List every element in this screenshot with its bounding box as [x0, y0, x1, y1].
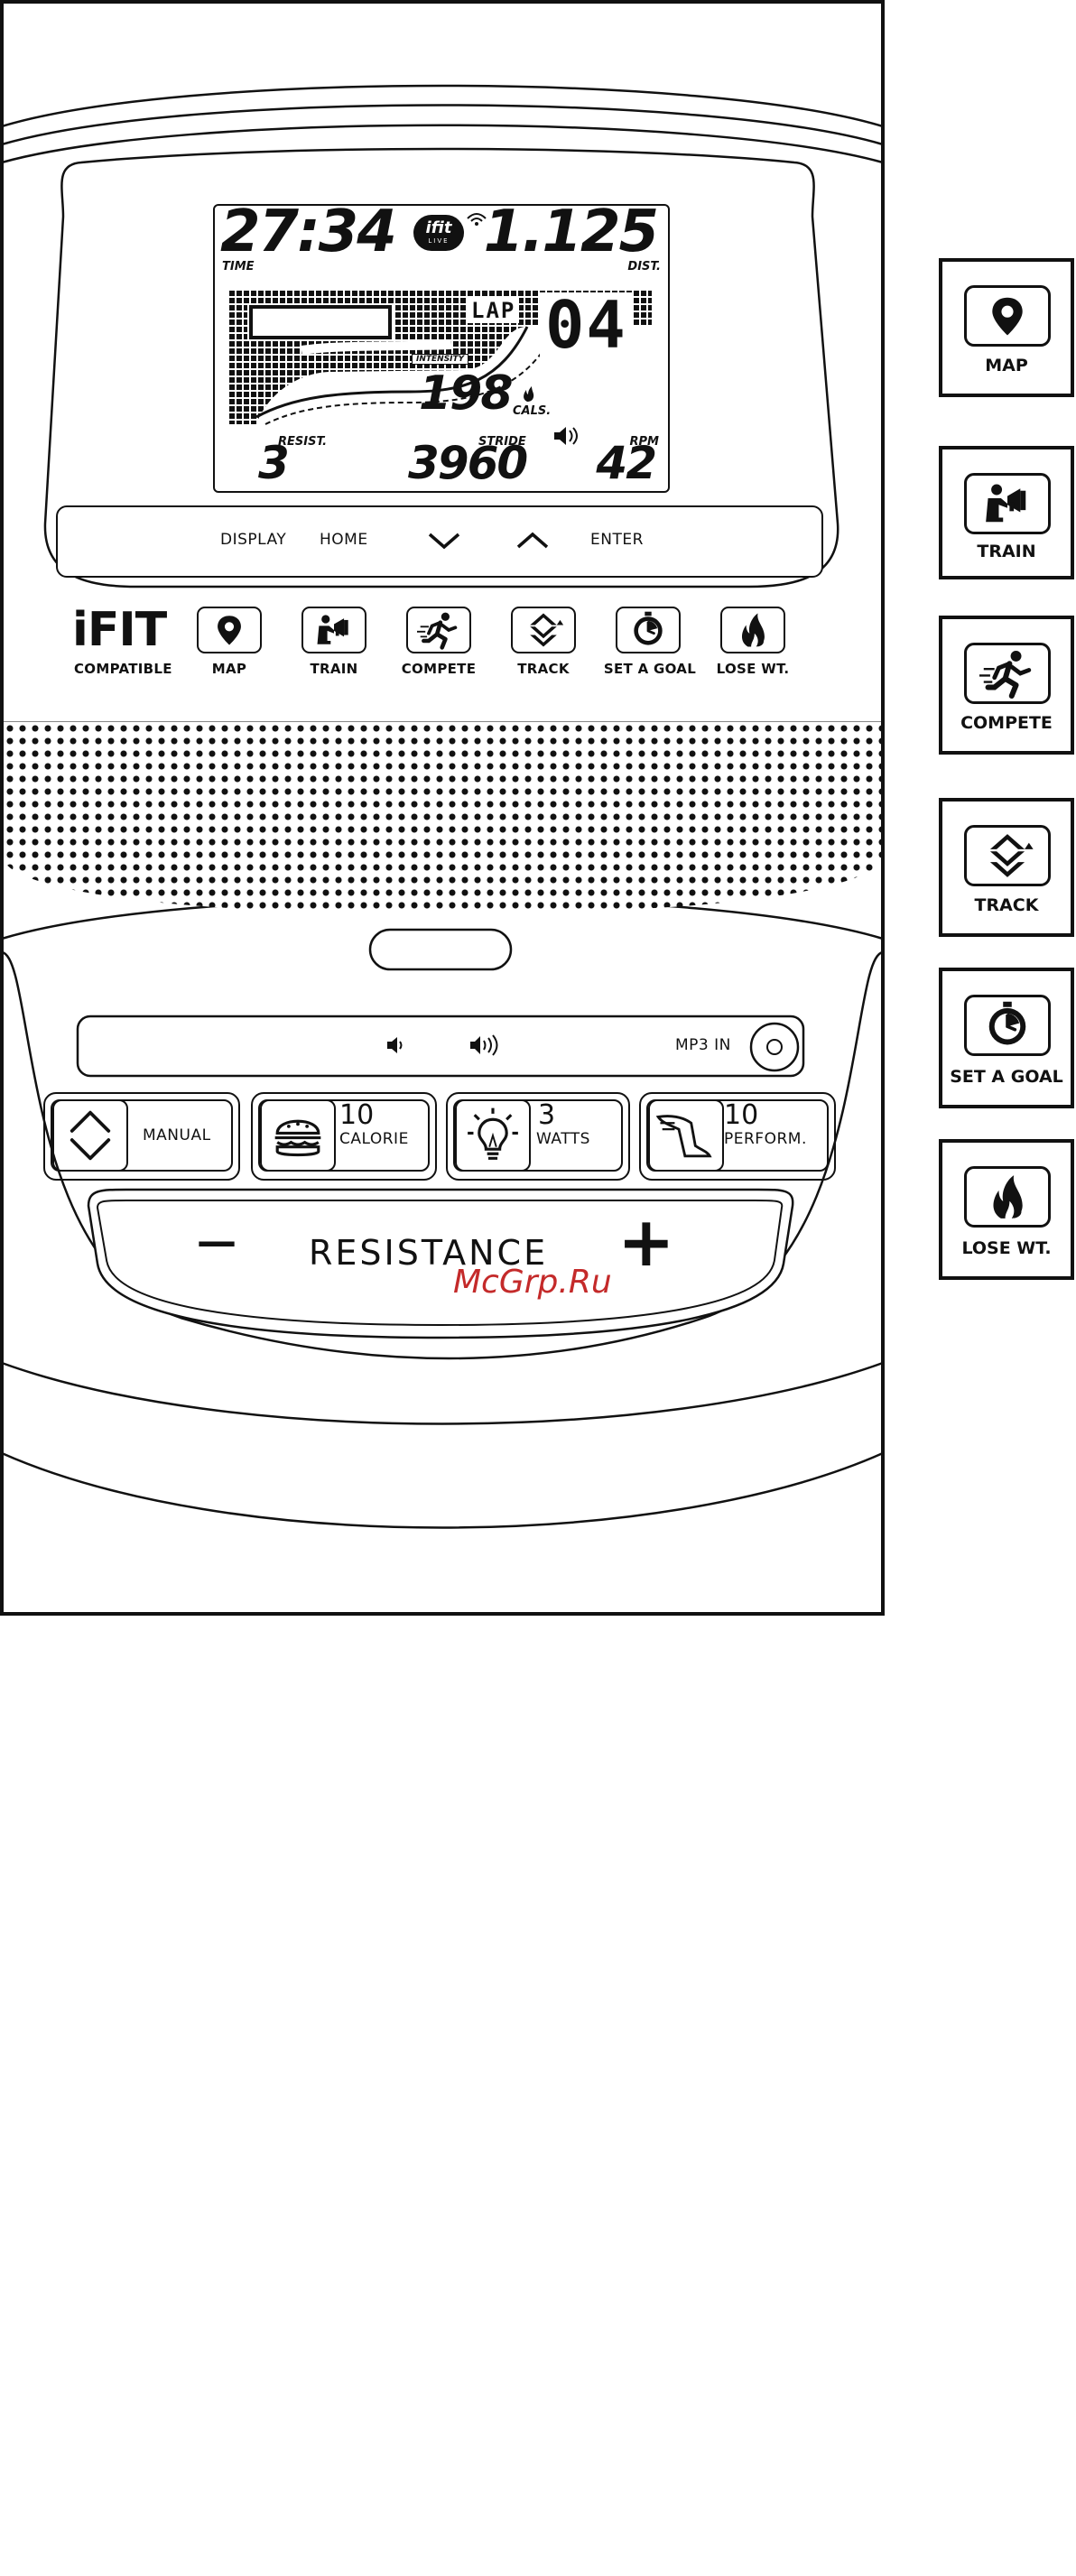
chevron-up-icon[interactable]: [513, 527, 552, 554]
enter-button[interactable]: ENTER: [590, 531, 644, 549]
flame-icon: [722, 608, 784, 652]
calorie-count: 10: [339, 1099, 374, 1131]
track-arrows-icon: [513, 608, 574, 652]
resistance-plus-button[interactable]: +: [617, 1208, 675, 1276]
rpm-value: 42: [596, 437, 655, 489]
set-a-goal-button-label: SET A GOAL: [596, 661, 704, 677]
volume-up-icon[interactable]: [468, 1033, 504, 1058]
stopwatch-icon: [967, 997, 1048, 1053]
compete-button-label: COMPETE: [394, 661, 484, 677]
mp3-in-label: MP3 IN: [675, 1036, 731, 1054]
track-arrows-icon: [967, 828, 1048, 884]
lcd-display: 27:34 TIME ifit LIVE 1.125 DIST. LAP 04 …: [213, 204, 670, 493]
legend-map: MAP: [939, 258, 1074, 397]
watts-count: 3: [538, 1099, 555, 1131]
speaker-grille: [4, 722, 881, 912]
time-value: 27:34: [220, 199, 395, 265]
resistance-minus-button[interactable]: —: [197, 1222, 237, 1262]
performance-count: 10: [724, 1099, 758, 1131]
calorie-label: CALORIE: [339, 1130, 409, 1148]
runner-icon: [408, 608, 469, 652]
chevron-down-icon[interactable]: [424, 527, 464, 554]
legend-track-label: TRACK: [942, 895, 1071, 915]
home-button[interactable]: HOME: [320, 531, 368, 549]
legend-set-a-goal-label: SET A GOAL: [942, 1067, 1071, 1087]
distance-label: DIST.: [627, 260, 661, 273]
manual-program-button[interactable]: MANUAL: [43, 1092, 240, 1181]
track-button-label: TRACK: [507, 661, 580, 677]
megaphone-trainer-icon: [967, 476, 1048, 532]
winged-foot-icon: [650, 1101, 722, 1170]
time-label: TIME: [222, 260, 255, 273]
performance-label: PERFORM.: [724, 1130, 807, 1148]
flame-icon: [967, 1169, 1048, 1225]
burger-icon: [262, 1101, 334, 1170]
ifit-compatible-label: COMPATIBLE: [74, 661, 172, 677]
flame-small-icon: [522, 386, 534, 403]
ifit-logo: iFIT: [72, 607, 166, 653]
track-button[interactable]: [511, 607, 576, 653]
calories-label: CALS.: [513, 404, 551, 418]
lose-weight-button[interactable]: [720, 607, 785, 653]
legend-lose-weight-label: LOSE WT.: [942, 1238, 1071, 1258]
calories-value: 198: [419, 366, 512, 421]
resistance-value: 3: [258, 437, 290, 489]
diamond-arrows-icon: [54, 1101, 126, 1170]
manual-label: MANUAL: [143, 1126, 211, 1144]
navigation-bar: DISPLAY HOME ENTER: [56, 505, 823, 578]
watts-program-button[interactable]: 3 WATTS: [446, 1092, 630, 1181]
runner-icon: [967, 645, 1048, 701]
intensity-label: INTENSITY: [412, 354, 468, 365]
legend-track: TRACK: [939, 798, 1074, 937]
console-panel: 27:34 TIME ifit LIVE 1.125 DIST. LAP 04 …: [0, 0, 885, 1616]
legend-lose-weight: LOSE WT.: [939, 1139, 1074, 1280]
map-button-label: MAP: [193, 661, 265, 677]
performance-program-button[interactable]: 10 PERFORM.: [639, 1092, 836, 1181]
calorie-program-button[interactable]: 10 CALORIE: [251, 1092, 437, 1181]
map-pin-icon: [199, 608, 260, 652]
watermark: McGrp.Ru: [453, 1264, 612, 1301]
lose-weight-button-label: LOSE WT.: [708, 661, 798, 677]
train-button-label: TRAIN: [298, 661, 370, 677]
lightbulb-icon: [457, 1101, 529, 1170]
lap-number: 04: [540, 292, 633, 357]
legend-compete-label: COMPETE: [942, 713, 1071, 733]
legend-map-label: MAP: [942, 356, 1071, 375]
map-button[interactable]: [197, 607, 262, 653]
ifit-live-badge: ifit LIVE: [413, 215, 464, 251]
lap-label: LAP: [468, 298, 519, 323]
audio-jack-icon[interactable]: [749, 1022, 800, 1072]
megaphone-trainer-icon: [303, 608, 365, 652]
legend-set-a-goal: SET A GOAL: [939, 968, 1074, 1108]
speaker-icon: [552, 426, 580, 446]
legend-train: TRAIN: [939, 446, 1074, 579]
distance-value: 1.125: [484, 199, 657, 265]
train-button[interactable]: [301, 607, 366, 653]
legend-compete: COMPETE: [939, 616, 1074, 755]
watts-label: WATTS: [536, 1130, 590, 1148]
volume-down-icon[interactable]: [385, 1034, 406, 1056]
display-button[interactable]: DISPLAY: [220, 531, 286, 549]
stopwatch-icon: [617, 608, 679, 652]
legend-train-label: TRAIN: [942, 542, 1071, 561]
stride-value: 3960: [408, 437, 526, 489]
map-pin-icon: [967, 288, 1048, 344]
compete-button[interactable]: [406, 607, 471, 653]
set-a-goal-button[interactable]: [616, 607, 681, 653]
